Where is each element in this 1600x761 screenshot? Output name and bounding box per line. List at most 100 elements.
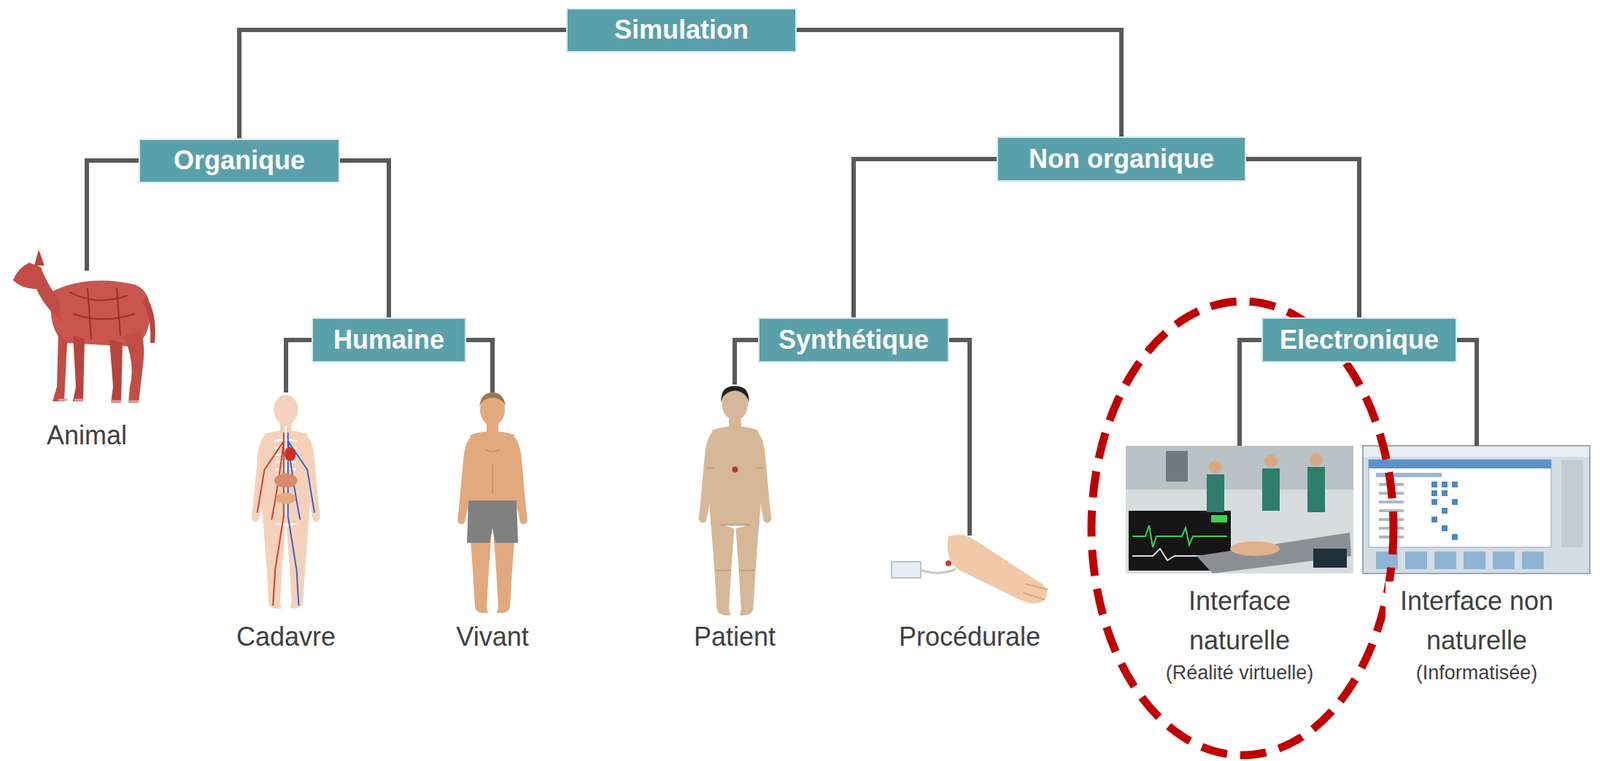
toolbar-icons xyxy=(1492,551,1515,570)
computer-screenshot xyxy=(1561,459,1584,548)
computer-screenshot xyxy=(1362,445,1590,574)
vr-screenshot xyxy=(1230,541,1280,556)
vr-screenshot xyxy=(1206,474,1225,513)
animal-figure xyxy=(143,295,156,343)
living-figure xyxy=(466,500,519,543)
animal-figure xyxy=(109,339,123,403)
table-cells xyxy=(1441,490,1448,497)
vr-screenshot xyxy=(1196,532,1352,574)
category-label: Electronique xyxy=(1279,323,1439,356)
figure-caption: Interface naturelle xyxy=(1148,581,1331,661)
tree-connector xyxy=(86,160,139,271)
tree-connector xyxy=(286,339,312,393)
category-box: Humaine xyxy=(311,317,467,363)
vr-screenshot xyxy=(1132,525,1228,548)
leaf-figure: Animal xyxy=(6,270,168,456)
cadaver-figure xyxy=(257,432,284,606)
table-cells xyxy=(1431,481,1458,540)
procedural-arm xyxy=(920,569,956,573)
caption-note: (Informatisée) xyxy=(1413,660,1541,686)
figure-space xyxy=(1367,445,1587,582)
leaf-figure: Patient xyxy=(665,384,805,657)
animal-figure xyxy=(124,331,144,403)
manikin-figure xyxy=(731,466,738,473)
procedural-arm xyxy=(945,560,952,567)
leaf-figure: Cadavre xyxy=(213,392,359,657)
category-label: Humaine xyxy=(333,323,445,356)
figure-caption: Patient xyxy=(690,617,779,657)
vr-screenshot xyxy=(1313,548,1347,568)
table-cells xyxy=(1431,490,1438,497)
toolbar-icons xyxy=(1463,551,1486,570)
animal-figure xyxy=(52,331,68,402)
living-figure xyxy=(485,449,500,494)
computer-screenshot xyxy=(1362,445,1590,574)
table-cells xyxy=(1441,525,1448,532)
figure-space xyxy=(213,392,359,618)
table-cells xyxy=(1451,481,1458,488)
figure-caption: Animal xyxy=(43,415,130,456)
caption-note: (Réalité virtuelle) xyxy=(1162,660,1317,686)
category-box: Synthétique xyxy=(758,317,950,363)
procedural-arm xyxy=(891,534,1048,604)
figure-space xyxy=(882,535,1058,618)
table-cells xyxy=(1441,481,1448,488)
connector-group xyxy=(86,29,1477,536)
table-cells xyxy=(1431,499,1438,505)
manikin-figure xyxy=(720,385,749,403)
tree-connector xyxy=(466,339,493,393)
category-label: Non organique xyxy=(1028,143,1215,175)
category-label: Simulation xyxy=(614,13,749,46)
category-box: Organique xyxy=(138,138,340,184)
category-label: Synthétique xyxy=(778,323,929,356)
animal-figure xyxy=(69,288,135,340)
category-box: Non organique xyxy=(996,136,1247,182)
cadaver-figure xyxy=(284,446,297,462)
computer-screenshot xyxy=(1368,459,1552,469)
computer-screenshot xyxy=(1363,446,1590,457)
leaf-figure: Interface non naturelle(Informatisée) xyxy=(1367,445,1587,686)
figure-space xyxy=(6,270,168,416)
figure-caption: Procédurale xyxy=(895,617,1044,657)
table-cells xyxy=(1431,481,1438,488)
figure-space xyxy=(430,392,555,618)
tree-connector xyxy=(853,159,997,318)
vr-screenshot xyxy=(1264,454,1278,468)
animal-figure xyxy=(13,249,156,403)
procedural-arm xyxy=(891,561,921,578)
tree-connector xyxy=(1246,159,1360,318)
leaf-figure: Procédurale xyxy=(882,535,1058,657)
living-figure xyxy=(479,392,506,408)
cadaver-figure xyxy=(251,394,321,609)
manikin-figure xyxy=(698,388,772,616)
vr-screenshot xyxy=(1262,468,1280,511)
vr-screenshot xyxy=(1165,450,1188,482)
procedural-arm xyxy=(947,534,1048,604)
figure-space xyxy=(665,384,805,618)
vr-screenshot xyxy=(1307,466,1325,513)
vr-screenshot xyxy=(1309,453,1323,467)
cadaver-figure xyxy=(274,473,297,489)
category-box: Electronique xyxy=(1261,317,1457,363)
tree-connector xyxy=(1239,339,1262,446)
category-box: Simulation xyxy=(566,8,797,53)
table-rows xyxy=(1378,500,1404,504)
figure-caption: Vivant xyxy=(453,617,532,657)
vr-screenshot xyxy=(1125,445,1354,574)
table-cells xyxy=(1441,507,1448,514)
toolbar-icons xyxy=(1405,551,1428,570)
cadaver-figure xyxy=(275,492,296,505)
animal-figure xyxy=(13,262,63,323)
tree-connector xyxy=(1456,339,1477,446)
animal-figure xyxy=(72,335,85,402)
leaf-figure: Interface naturelle(Réalité virtuelle) xyxy=(1125,445,1354,686)
table-cells xyxy=(1431,516,1438,523)
vr-screenshot xyxy=(1125,445,1354,574)
tree-connector xyxy=(734,339,759,385)
cadaver-figure xyxy=(251,394,321,609)
figure-caption: Interface non naturelle xyxy=(1385,581,1568,661)
figure-space xyxy=(1125,445,1354,582)
vr-screenshot xyxy=(1211,515,1228,523)
toolbar-icons xyxy=(1521,551,1544,570)
